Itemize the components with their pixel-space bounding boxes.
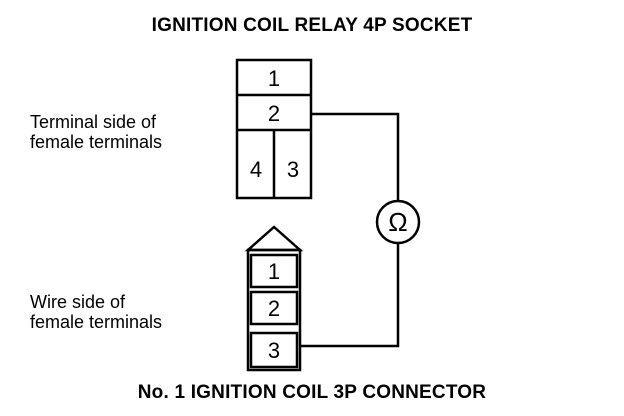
connector-key bbox=[244, 225, 304, 252]
ohmmeter-icon: Ω bbox=[375, 199, 421, 245]
connector-terminal-2: 2 bbox=[268, 296, 280, 321]
connector-cavity bbox=[249, 331, 299, 369]
test-leads bbox=[300, 112, 400, 348]
socket-label-line2: female terminals bbox=[30, 132, 163, 152]
socket-terminal-1: 1 bbox=[268, 66, 280, 91]
connector-cavity bbox=[249, 253, 299, 289]
connector-outline bbox=[246, 248, 302, 372]
ohm-symbol: Ω bbox=[388, 207, 407, 237]
connector-label-line2: female terminals bbox=[30, 312, 163, 332]
coil-connector bbox=[244, 225, 304, 372]
connector-terminal-3: 3 bbox=[268, 338, 280, 363]
lead-to-socket-terminal-2 bbox=[311, 112, 400, 201]
socket-label-line1: Terminal side of bbox=[30, 112, 157, 132]
connector-terminal-1: 1 bbox=[268, 259, 280, 284]
connector-title: No. 1 IGNITION COIL 3P CONNECTOR bbox=[137, 382, 487, 403]
socket-title: IGNITION COIL RELAY 4P SOCKET bbox=[151, 15, 473, 36]
connector-cavity bbox=[249, 290, 299, 326]
relay-socket bbox=[235, 58, 313, 200]
socket-side-label: Terminal side of female terminals bbox=[30, 112, 162, 152]
connector-label-line1: Wire side of bbox=[30, 292, 126, 312]
lead-to-connector-terminal-3 bbox=[300, 244, 400, 348]
connector-side-label: Wire side of female terminals bbox=[30, 292, 162, 332]
socket-terminal-4: 4 bbox=[250, 157, 262, 182]
socket-terminal-3: 3 bbox=[287, 157, 299, 182]
socket-terminal-2: 2 bbox=[268, 101, 280, 126]
